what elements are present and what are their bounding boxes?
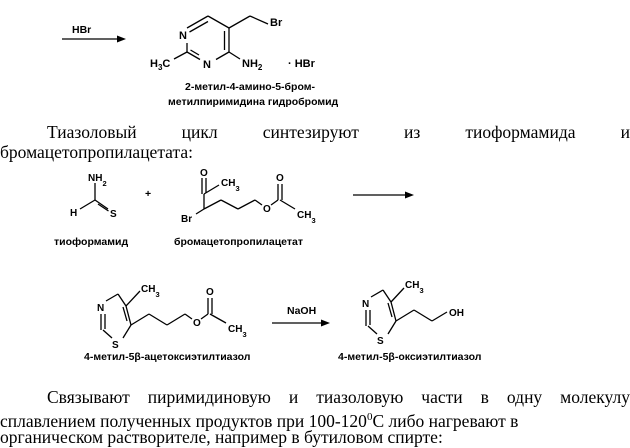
paragraph-2-line-2: сплавлением полученных продуктов при 100… (0, 410, 519, 431)
methyl-label: H3C (150, 58, 171, 73)
hydroxyl-label: OH (449, 308, 464, 319)
paragraph-1-line-2: бромацетопропилацетата: (0, 142, 193, 162)
left-ester-oxygen: O (193, 318, 201, 329)
paragraph-2-line-1: Связывают пиримидиновую и тиазоловую час… (47, 387, 630, 407)
salt-label: · HBr (288, 58, 315, 70)
left-thiazole-n: N (97, 303, 104, 314)
thioformamide-h: H (70, 208, 77, 219)
ketone-ch3: CH3 (221, 178, 240, 193)
right-thiazole-ch3: CH3 (405, 280, 424, 295)
thioformamide-caption: тиоформамид (54, 236, 129, 248)
ketone-oxygen: O (200, 168, 208, 179)
amino-label: NH2 (242, 58, 263, 73)
acetoxyethylthiazole-caption: 4-метил-5β-ацетоксиэтилтиазол (84, 351, 251, 363)
right-thiazole-s: S (377, 336, 384, 347)
left-carbonyl-oxygen: O (206, 287, 214, 298)
oxyethylthiazole-caption: 4-метил-5β-оксиэтилтиазол (338, 351, 482, 363)
bromo-label: Br (270, 17, 283, 29)
reagent-hbr-label: HBr (72, 24, 92, 36)
ester-ch3: CH3 (297, 210, 316, 225)
left-thiazole-s: S (112, 340, 119, 351)
pyrimidine-caption-line2: метилпиримидина гидробромид (168, 96, 339, 108)
right-thiazole-n: N (362, 299, 369, 310)
thioformamide-nh2: NH2 (88, 173, 107, 188)
pyrimidine-n3: N (203, 59, 211, 71)
pyrimidine-caption-line1: 2-метил-4-амино-5-бром- (185, 81, 315, 93)
ester-oxygen: O (263, 204, 271, 215)
reagent-naoh-label: NaOH (287, 305, 317, 317)
paragraph-1-line-1: Тиазоловый цикл синтезируют из тиоформам… (47, 122, 630, 142)
left-thiazole-ch3: CH3 (141, 284, 160, 299)
paragraph-2-line-3: органическом растворителе, например в бу… (0, 427, 443, 447)
carbonyl-oxygen: O (276, 173, 284, 184)
thioformamide-s: S (110, 209, 117, 220)
bromine-label: Br (181, 214, 192, 225)
plus-sign: + (145, 188, 152, 200)
pyrimidine-n1: N (179, 30, 187, 42)
left-ester-ch3: CH3 (228, 324, 247, 339)
bromoacetopropylacetate-caption: бромацетопропилацетат (174, 236, 303, 248)
